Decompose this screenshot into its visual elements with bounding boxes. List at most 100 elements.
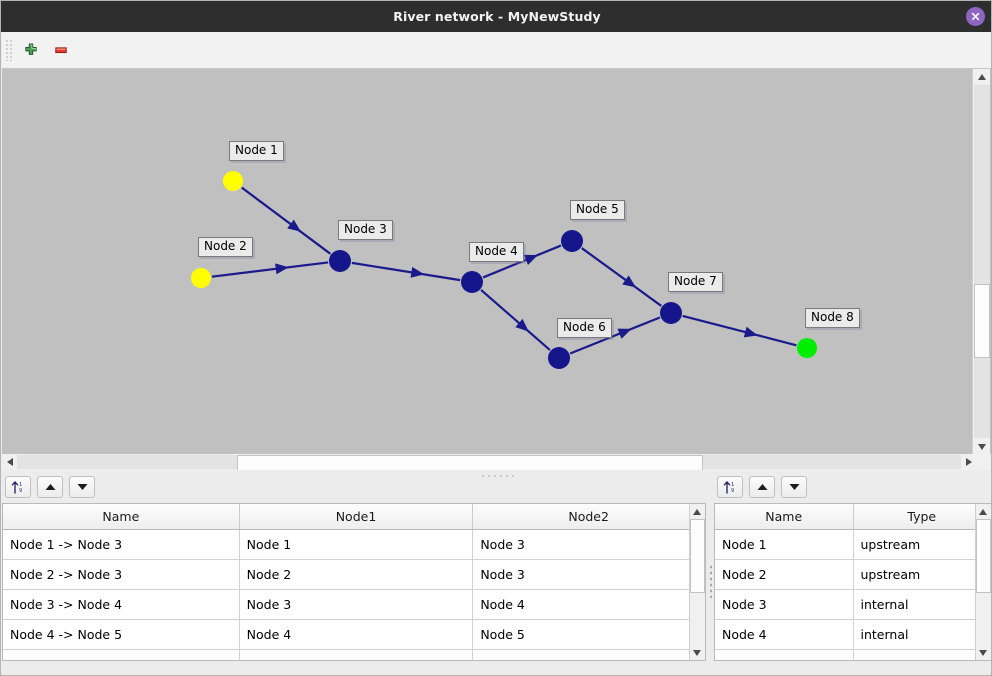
table-cell[interactable]: Node 3: [239, 589, 474, 620]
table-cell[interactable]: upstream: [853, 559, 991, 590]
splitter-grip: [480, 473, 514, 477]
table-cell[interactable]: Node 4 -> Node 5: [3, 619, 240, 650]
move-node-down-button[interactable]: [781, 476, 807, 498]
network-node[interactable]: [223, 171, 243, 191]
network-edge[interactable]: [581, 247, 662, 307]
network-edge[interactable]: [682, 314, 797, 347]
table-cell[interactable]: Node 2: [715, 559, 854, 590]
triangle-up-icon: [693, 508, 701, 515]
network-node[interactable]: [561, 230, 583, 252]
table-cell[interactable]: [472, 649, 705, 660]
table-cell[interactable]: [715, 649, 854, 660]
move-node-up-button[interactable]: [749, 476, 775, 498]
horizontal-splitter[interactable]: [2, 470, 991, 480]
network-edge[interactable]: [241, 186, 332, 255]
nodes-vscroll-thumb[interactable]: [976, 519, 991, 593]
node-label[interactable]: Node 3: [338, 220, 393, 240]
close-window-button[interactable]: [966, 7, 985, 26]
table-cell[interactable]: Node 3 -> Node 4: [3, 589, 240, 620]
canvas-scroll-up-button[interactable]: [974, 69, 989, 84]
network-node[interactable]: [461, 271, 483, 293]
triangle-down-icon: [789, 484, 799, 490]
reaches-scroll-up-button[interactable]: [690, 504, 704, 519]
node-label[interactable]: Node 6: [557, 318, 612, 338]
table-cell[interactable]: [853, 649, 991, 660]
network-node[interactable]: [329, 250, 351, 272]
table-cell[interactable]: [3, 649, 240, 660]
column-header[interactable]: Type: [853, 504, 991, 530]
table-row[interactable]: [715, 649, 991, 660]
table-row[interactable]: [3, 649, 705, 660]
node-label[interactable]: Node 7: [668, 272, 723, 292]
node-label[interactable]: Node 5: [570, 200, 625, 220]
add-node-button[interactable]: [18, 37, 44, 63]
sort-nodes-button[interactable]: 1 9: [717, 476, 743, 498]
column-header[interactable]: Node2: [472, 504, 705, 530]
table-cell[interactable]: Node 4: [472, 589, 705, 620]
table-cell[interactable]: Node 3: [472, 559, 705, 590]
table-cell[interactable]: Node 4: [715, 619, 854, 650]
table-cell[interactable]: Node 5: [472, 619, 705, 650]
table-cell[interactable]: Node 3: [472, 529, 705, 560]
network-node[interactable]: [660, 302, 682, 324]
canvas-vscroll-thumb[interactable]: [974, 284, 990, 358]
table-cell[interactable]: upstream: [853, 529, 991, 560]
table-cell[interactable]: Node 4: [239, 619, 474, 650]
canvas-scroll-right-button[interactable]: [961, 454, 976, 470]
table-cell[interactable]: [239, 649, 474, 660]
network-node[interactable]: [548, 347, 570, 369]
table-cell[interactable]: Node 1: [239, 529, 474, 560]
network-edge[interactable]: [569, 316, 661, 355]
move-reach-down-button[interactable]: [69, 476, 95, 498]
table-cell[interactable]: Node 2 -> Node 3: [3, 559, 240, 590]
river-network-canvas[interactable]: Node 1 Node 2 Node 3 Node 4 Node 5 Node 6 Node…: [2, 69, 991, 455]
toolbar-drag-handle[interactable]: [5, 39, 14, 61]
node-label[interactable]: Node 8: [805, 308, 860, 328]
canvas-hscroll-thumb[interactable]: [237, 455, 703, 471]
canvas-horizontal-scrollbar[interactable]: [2, 454, 976, 471]
nodes-scroll-up-button[interactable]: [976, 504, 990, 519]
move-reach-up-button[interactable]: [37, 476, 63, 498]
table-cell[interactable]: Node 3: [715, 589, 854, 620]
reaches-vscroll-thumb[interactable]: [690, 519, 705, 593]
vertical-splitter[interactable]: [706, 501, 715, 661]
table-cell[interactable]: Node 1 -> Node 3: [3, 529, 240, 560]
canvas-vertical-scrollbar[interactable]: [972, 69, 990, 454]
table-cell[interactable]: internal: [853, 619, 991, 650]
edge-arrow-icon: [743, 326, 758, 338]
network-edge[interactable]: [351, 261, 461, 282]
node-label[interactable]: Node 1: [229, 141, 284, 161]
table-cell[interactable]: Node 2: [239, 559, 474, 590]
reaches-vertical-scrollbar[interactable]: [689, 504, 705, 660]
network-edge[interactable]: [480, 289, 551, 351]
table-cell[interactable]: Node 1: [715, 529, 854, 560]
network-edge[interactable]: [211, 261, 329, 278]
table-cell[interactable]: internal: [853, 589, 991, 620]
canvas-scroll-left-button[interactable]: [2, 454, 17, 470]
network-node[interactable]: [797, 338, 817, 358]
node-label[interactable]: Node 4: [469, 242, 524, 262]
nodes-scroll-down-button[interactable]: [976, 645, 990, 660]
nodes-vertical-scrollbar[interactable]: [975, 504, 991, 660]
column-header[interactable]: Name: [3, 504, 240, 530]
reaches-scroll-down-button[interactable]: [690, 645, 704, 660]
canvas-vscroll-track[interactable]: [974, 85, 990, 438]
network-node[interactable]: [191, 268, 211, 288]
column-header[interactable]: Name: [715, 504, 854, 530]
column-header[interactable]: Node1: [239, 504, 474, 530]
node-label[interactable]: Node 2: [198, 237, 253, 257]
edge-arrow-icon: [617, 328, 632, 339]
sort-reaches-button[interactable]: 1 9: [5, 476, 31, 498]
delete-node-button[interactable]: [48, 37, 74, 63]
canvas-scroll-down-button[interactable]: [974, 439, 989, 454]
